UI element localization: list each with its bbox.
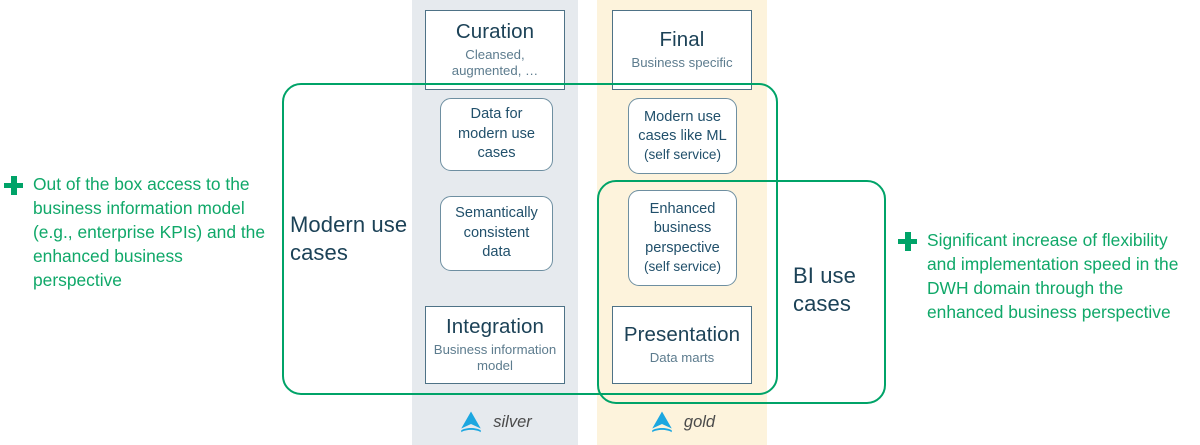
pill-line: business	[653, 220, 712, 237]
pill-card-semantically-consistent-data[interactable]: Semantically consistent data	[440, 196, 553, 271]
usecase-outline-modern[interactable]	[282, 83, 778, 395]
pill-line: (self service)	[643, 259, 722, 275]
layer-subtitle: Business information model	[433, 341, 557, 374]
pill-line: cases	[477, 145, 516, 162]
pill-line: data	[482, 244, 511, 261]
layer-title: Final	[659, 28, 705, 52]
pill-line: (self service)	[643, 147, 722, 163]
pill-card-modern-use-cases-like-ml[interactable]: Modern use cases like ML (self service)	[628, 98, 737, 174]
layer-card-integration[interactable]: Integration Business information model	[425, 306, 565, 384]
pill-line: Modern use	[643, 108, 722, 125]
layer-title: Curation	[455, 20, 535, 44]
layer-card-curation[interactable]: Curation Cleansed, augmented, …	[425, 10, 565, 90]
layer-subtitle: Data marts	[649, 350, 715, 366]
pill-card-data-for-modern-use-cases[interactable]: Data for modern use cases	[440, 98, 553, 171]
usecase-label-modern: Modern use cases	[290, 212, 408, 266]
layer-card-final[interactable]: Final Business specific	[612, 10, 752, 90]
pill-line: modern use	[457, 125, 536, 142]
pill-line: cases like ML	[638, 127, 727, 144]
plus-icon	[4, 176, 23, 195]
layer-title: Integration	[446, 315, 544, 339]
pill-line: Enhanced	[649, 200, 716, 217]
layer-subtitle: Business specific	[631, 55, 733, 71]
plus-icon	[898, 232, 917, 251]
benefit-callout-right: Significant increase of flexibility and …	[898, 228, 1198, 324]
pill-line: perspective	[645, 239, 720, 256]
layer-card-presentation[interactable]: Presentation Data marts	[612, 306, 752, 384]
pill-card-enhanced-business-perspective[interactable]: Enhanced business perspective (self serv…	[628, 190, 737, 286]
pill-line: consistent	[463, 224, 530, 241]
benefit-callout-right-text: Significant increase of flexibility and …	[927, 230, 1179, 323]
layer-title: Presentation	[623, 323, 741, 347]
benefit-callout-left-text: Out of the box access to the business in…	[33, 174, 265, 291]
pill-line: Data for	[470, 106, 523, 123]
pill-line: Semantically	[455, 205, 538, 222]
usecase-outline-bi[interactable]	[597, 180, 886, 404]
layer-subtitle: Cleansed, augmented, …	[451, 46, 539, 79]
usecase-label-bi: BI use cases	[793, 263, 856, 317]
benefit-callout-left: Out of the box access to the business in…	[4, 172, 269, 292]
